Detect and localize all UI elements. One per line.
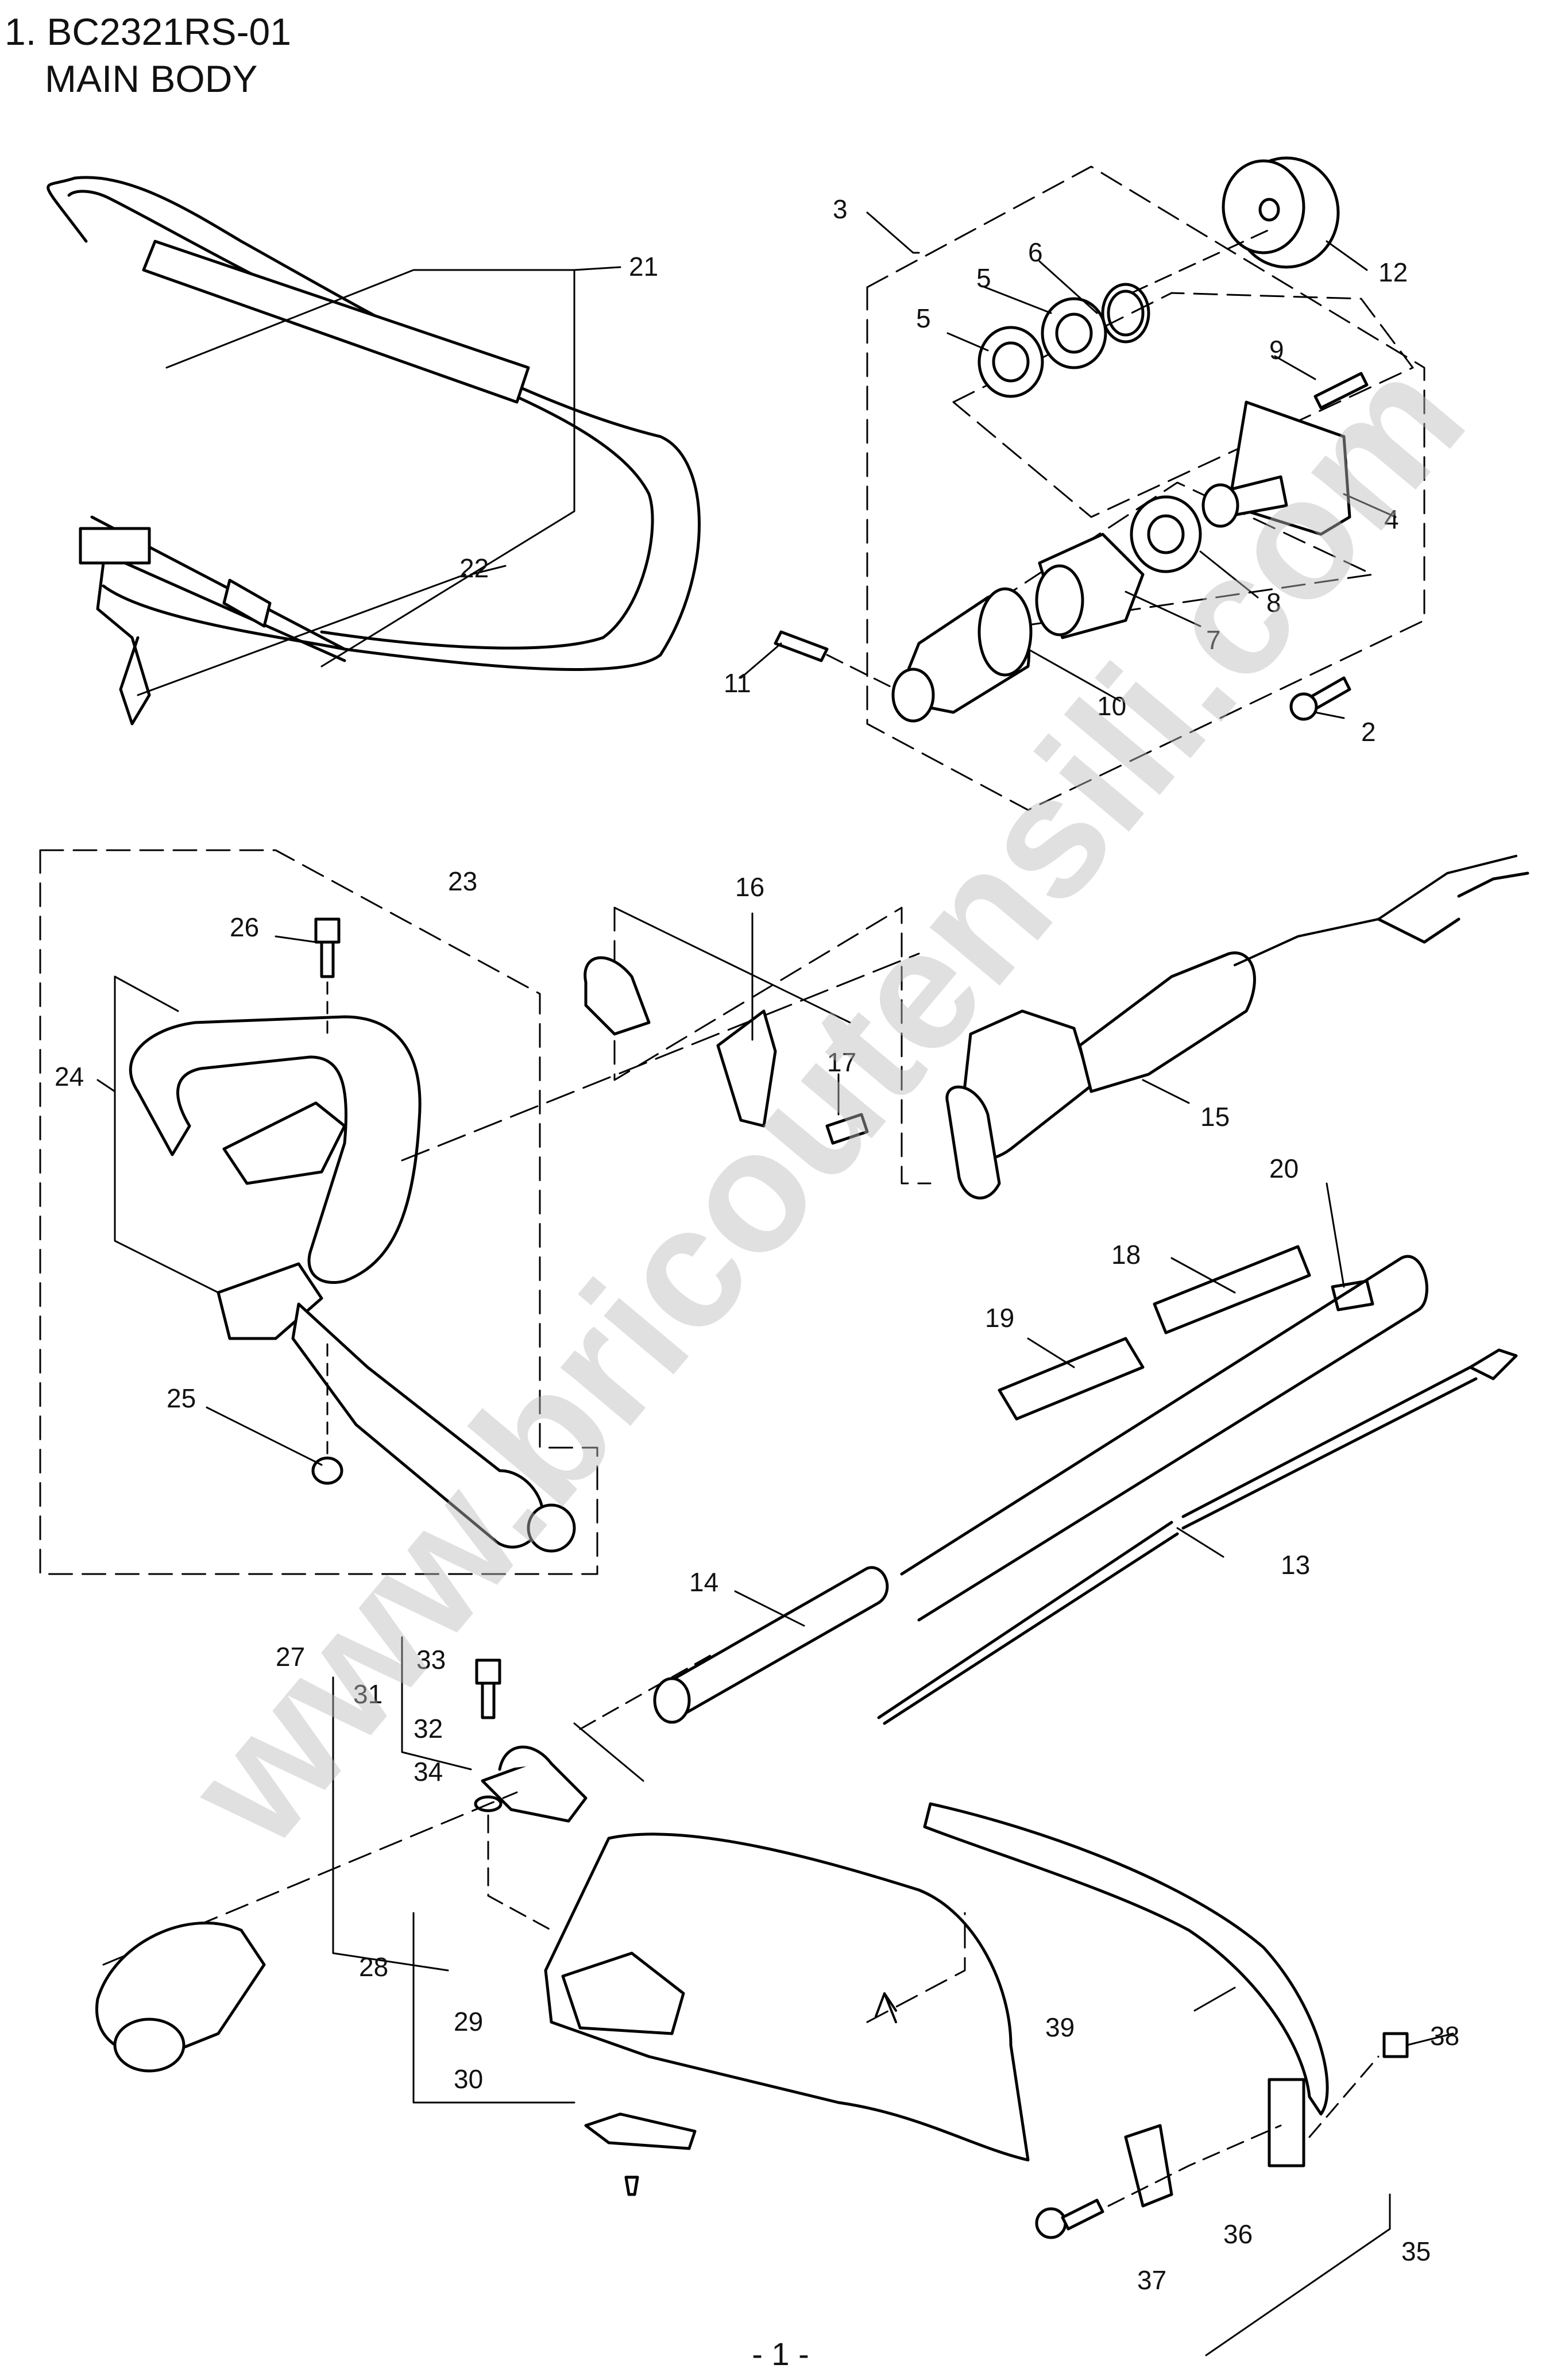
callout-6: 6	[1028, 237, 1043, 267]
bolt-17	[825, 1113, 869, 1145]
callout-4: 4	[1384, 504, 1399, 534]
callout-33: 33	[416, 1645, 446, 1675]
pipe-joint	[1035, 533, 1145, 639]
screw-30	[624, 2175, 639, 2196]
callout-31: 31	[353, 1679, 382, 1709]
guard	[544, 1833, 1030, 2162]
callout-14: 14	[689, 1567, 718, 1597]
callout-15: 15	[1200, 1102, 1230, 1132]
page-title: 1. BC2321RS-01 MAIN BODY	[5, 8, 291, 102]
callout-9: 9	[1269, 335, 1284, 365]
callout-34: 34	[414, 1757, 443, 1787]
nut-38	[1382, 2032, 1409, 2058]
callout-20: 20	[1269, 1154, 1299, 1183]
callout-36: 36	[1223, 2219, 1253, 2249]
callout-11: 11	[724, 668, 751, 698]
loop-handle	[129, 1015, 422, 1284]
bolt-33	[475, 1658, 501, 1719]
guard-plate-36	[1124, 2124, 1173, 2208]
callout-16: 16	[735, 872, 764, 902]
leader-lines	[96, 240, 1454, 2046]
lock-plate	[1130, 495, 1202, 573]
callout-17: 17	[827, 1047, 856, 1077]
callout-3: 3	[833, 194, 848, 224]
handle-assembly-group	[39, 849, 598, 1575]
drive-shaft-pipe	[653, 1255, 1428, 1724]
throttle-grip	[945, 855, 1529, 1199]
callout-27: 27	[276, 1642, 305, 1672]
callout-5-upper: 5	[976, 263, 991, 293]
label-plate-18	[1153, 1245, 1311, 1334]
callout-37: 37	[1137, 2265, 1166, 2295]
callout-38: 38	[1430, 2021, 1459, 2051]
callout-26: 26	[230, 912, 259, 942]
callout-23: 23	[448, 866, 477, 896]
callout-32: 32	[414, 1714, 443, 1743]
bearing-outer	[1041, 297, 1107, 369]
bearing-inner	[977, 326, 1044, 398]
guard-plate	[584, 2112, 697, 2150]
callout-39: 39	[1045, 2012, 1075, 2042]
circlip	[1101, 283, 1150, 344]
callout-8: 8	[1266, 588, 1281, 618]
bolt-26	[314, 917, 341, 978]
clutch-drum	[1222, 156, 1340, 269]
callout-29: 29	[454, 2007, 483, 2036]
callout-25: 25	[167, 1383, 196, 1413]
page-number: - 1 -	[752, 2336, 809, 2372]
callout-18: 18	[1111, 1240, 1141, 1270]
callout-7: 7	[1206, 625, 1221, 655]
bolt-37	[1035, 2198, 1104, 2239]
clutch-housing	[1201, 400, 1351, 536]
callout-22: 22	[459, 553, 489, 583]
handle-holder	[217, 1262, 576, 1553]
callout-35: 35	[1401, 2236, 1431, 2266]
callout-19: 19	[985, 1303, 1014, 1333]
model-number: 1. BC2321RS-01	[5, 10, 291, 53]
callout-13: 13	[1281, 1550, 1310, 1580]
callout-24: 24	[55, 1062, 84, 1091]
section-name: MAIN BODY	[45, 57, 258, 100]
bolt-2	[1289, 676, 1351, 721]
guard-clamp	[481, 1745, 588, 1823]
label-plate-20	[1331, 1279, 1374, 1311]
pipe-clamp	[716, 1009, 777, 1128]
callout-10: 10	[1097, 691, 1126, 721]
skirt-guard	[923, 1802, 1329, 2167]
gear-case	[95, 1921, 266, 2073]
callout-28: 28	[359, 1952, 388, 1982]
callout-5-lower: 5	[916, 303, 931, 333]
wire-clamp	[584, 956, 651, 1036]
bolt-11	[774, 630, 829, 662]
label-plate-19	[998, 1337, 1145, 1421]
callout-30: 30	[454, 2064, 483, 2094]
callout-2: 2	[1361, 717, 1376, 747]
callout-21: 21	[629, 252, 658, 281]
callout-12: 12	[1378, 257, 1408, 287]
bolt-9	[1313, 372, 1369, 410]
shoulder-harness	[47, 176, 701, 726]
clutch-cover	[891, 587, 1033, 723]
drive-shaft	[877, 1348, 1518, 1725]
